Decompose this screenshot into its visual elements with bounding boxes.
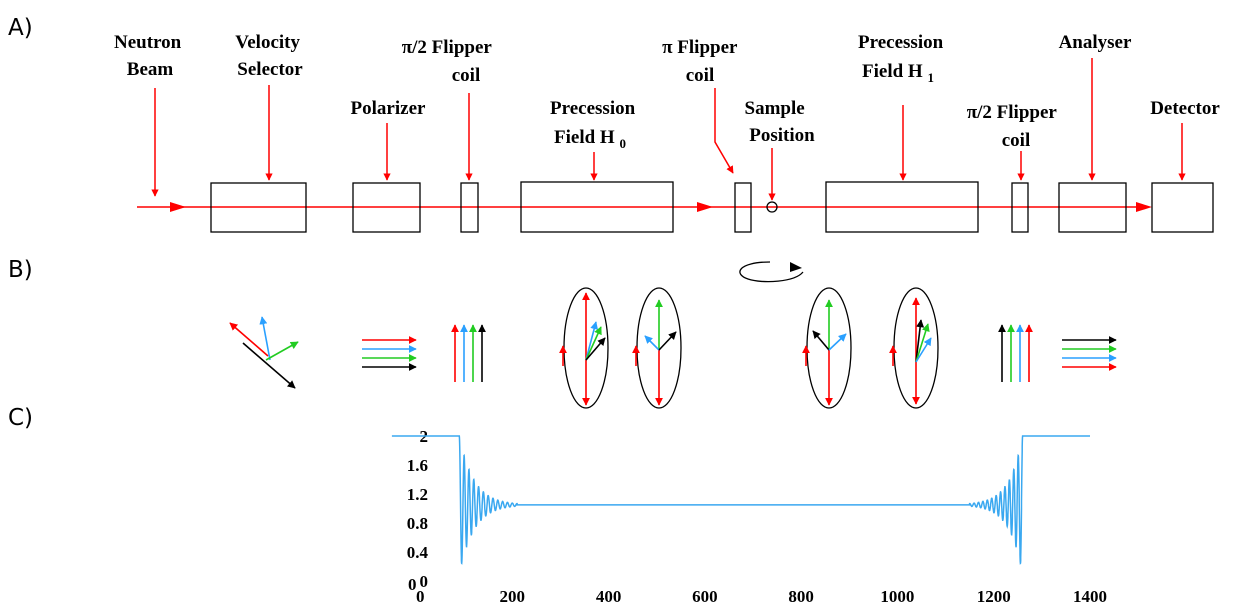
label-detector: Detector: [1150, 98, 1220, 119]
spin-group-refocused: [998, 324, 1033, 382]
spin-group-precession-4: [889, 287, 939, 409]
rotation-arrow-icon: [739, 261, 804, 283]
flipper2-box: [1011, 182, 1029, 233]
velocity-selector-box: [210, 182, 307, 233]
x-tick-label: 1200: [977, 587, 1011, 606]
instrument-layout: Neutron Beam Velocity Selector Polarizer…: [114, 32, 1220, 233]
spin-diagram: [229, 261, 1117, 409]
panel-label-c: C): [8, 405, 33, 431]
flipper1-box: [460, 182, 479, 233]
beam-arrowhead-mid: [697, 202, 713, 212]
spin-group-precession-2: [632, 287, 682, 409]
x-tick-label: 0: [416, 587, 425, 606]
spin-group-flipped: [451, 324, 486, 382]
label-sample-position: Sample Position: [745, 98, 816, 146]
x-tick-label: 800: [788, 587, 814, 606]
label-polarizer: Polarizer: [351, 98, 426, 119]
sample-circle: [766, 201, 778, 213]
pi-flipper-box: [734, 182, 752, 233]
spin-group-polarized: [362, 336, 417, 371]
precession-h1-box: [825, 181, 979, 233]
label-velocity-selector: Velocity Selector: [235, 32, 304, 80]
pointer-pi-flipper: [714, 88, 734, 174]
detector-box: [1151, 182, 1214, 233]
y-tick-label: 0.4: [407, 543, 429, 562]
polarization-trace: [391, 435, 1090, 565]
x-tick-label: 1000: [880, 587, 914, 606]
beam-arrowhead-end: [1136, 202, 1152, 212]
label-analyser: Analyser: [1059, 32, 1132, 53]
x-axis-ticks: 0 200 400 600 800 1000 1200 1400: [416, 587, 1107, 606]
spin-group-random: [229, 316, 299, 389]
rotation-arrowhead: [790, 262, 802, 272]
label-pi-flipper: π Flipper coil: [662, 37, 742, 86]
y-tick-label: 0.8: [407, 514, 428, 533]
label-flipper1: π/2 Flipper coil: [402, 37, 497, 86]
spin-group-precession-3: [802, 287, 852, 409]
y-tick-label: 1.6: [407, 456, 428, 475]
label-neutron-beam: Neutron Beam: [114, 32, 186, 80]
y-axis-ticks: 21.61.20.80.40: [407, 427, 429, 591]
precession-h0-box: [520, 181, 674, 233]
y-tick-label: 0: [420, 572, 429, 591]
spin-group-analysed: [1062, 336, 1117, 371]
analyser-box: [1058, 182, 1127, 233]
spin-group-precession-1: [559, 287, 609, 409]
beam-arrowhead-start: [170, 202, 186, 212]
polarizer-box: [352, 182, 421, 233]
x-tick-label: 1400: [1073, 587, 1107, 606]
x-tick-label: 600: [692, 587, 718, 606]
x-tick-label: 400: [596, 587, 622, 606]
y-origin-label: 0: [408, 575, 417, 594]
label-flipper2: π/2 Flipper coil: [967, 102, 1062, 151]
label-precession-h1: Precession Field H 1: [858, 32, 948, 85]
x-tick-label: 200: [500, 587, 526, 606]
label-precession-h0: Precession Field H 0: [550, 98, 640, 151]
panel-label-a: A): [8, 15, 33, 41]
y-tick-label: 1.2: [407, 485, 428, 504]
panel-label-b: B): [8, 257, 33, 283]
